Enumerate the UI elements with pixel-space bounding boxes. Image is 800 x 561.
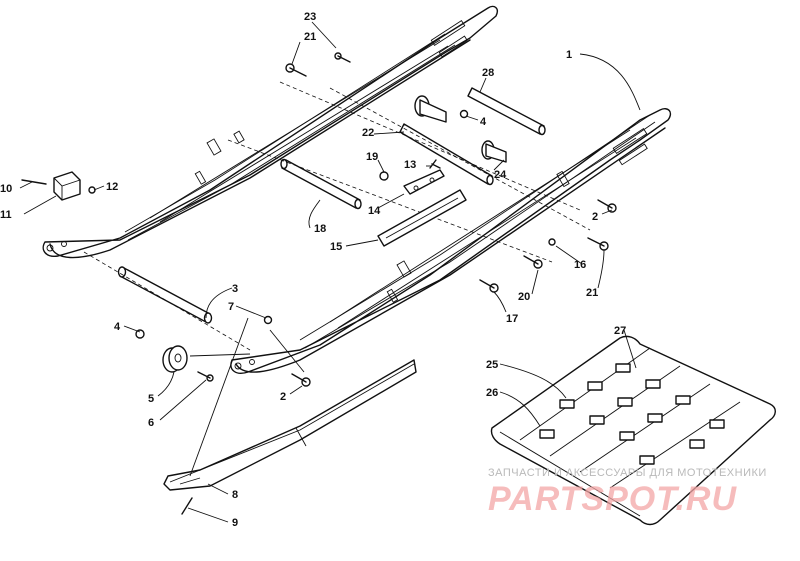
callout-1: 1 (566, 49, 572, 61)
callout-5: 5 (148, 393, 154, 405)
cross-shaft-18 (280, 158, 362, 210)
slide-bracket-15 (377, 189, 467, 247)
idler-hub-upper (414, 95, 469, 123)
slide-bracket-14 (403, 159, 445, 195)
callout-8: 8 (232, 489, 238, 501)
callout-10: 10 (0, 183, 12, 195)
callout-14: 14 (368, 205, 381, 217)
callout-21-upper: 21 (304, 31, 316, 43)
cross-shaft-22 (399, 123, 494, 186)
callout-24: 24 (494, 169, 507, 181)
callout-21-lower: 21 (586, 287, 598, 299)
callout-13: 13 (404, 159, 416, 171)
callout-22: 22 (362, 127, 374, 139)
callout-26: 26 (486, 387, 498, 399)
callout-19: 19 (366, 151, 378, 163)
bracket-11 (53, 171, 81, 201)
watermark-tagline: ЗАПЧАСТИ И АКСЕССУАРЫ ДЛЯ МОТОТЕХНИКИ (488, 467, 767, 479)
callout-25: 25 (486, 359, 498, 371)
front-axle-shaft-3 (117, 266, 213, 324)
callout-labels: 23 21 1 28 4 22 19 13 24 10 12 11 14 2 1… (0, 11, 626, 529)
callout-28: 28 (482, 67, 494, 79)
callout-9: 9 (232, 517, 238, 529)
callout-27: 27 (614, 325, 626, 337)
callout-15: 15 (330, 241, 342, 253)
idler-wheel-5 (162, 345, 188, 373)
callout-20: 20 (518, 291, 530, 303)
callout-17: 17 (506, 313, 518, 325)
leader-lines (19, 21, 641, 523)
callout-3: 3 (232, 283, 238, 295)
cross-shaft-dashed-lines (83, 81, 591, 351)
rear-axle-shaft-28 (467, 87, 546, 136)
callout-23: 23 (304, 11, 316, 23)
callout-18: 18 (314, 223, 326, 235)
left-slide-rail (42, 5, 498, 259)
callout-4-upper: 4 (480, 116, 487, 128)
track-section-25 (490, 335, 776, 526)
right-slide-rail (230, 108, 672, 374)
watermark: ЗАПЧАСТИ И АКСЕССУАРЫ ДЛЯ МОТОТЕХНИКИ PA… (488, 467, 767, 518)
idler-hub-lower (481, 140, 507, 163)
wear-strip-8 (163, 359, 417, 491)
callout-2-right: 2 (592, 211, 598, 223)
callout-2-lower: 2 (280, 391, 286, 403)
callout-12: 12 (106, 181, 118, 193)
callout-11: 11 (0, 209, 12, 221)
watermark-logo-text: PARTSPOT.RU (488, 480, 737, 518)
callout-4-lower: 4 (114, 321, 121, 333)
callout-16: 16 (574, 259, 586, 271)
callout-7: 7 (228, 301, 234, 313)
track-clips-26 (539, 363, 725, 465)
callout-6: 6 (148, 417, 154, 429)
